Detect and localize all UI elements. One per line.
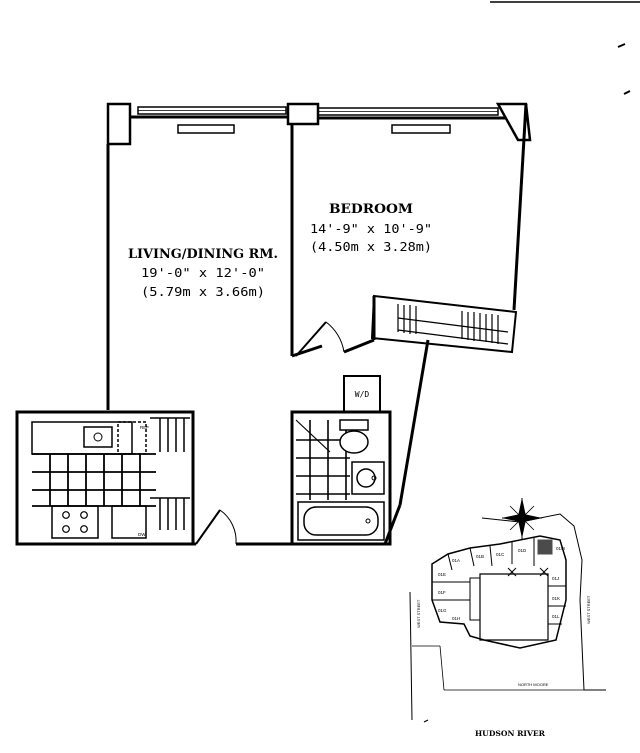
unit-tag: 01F bbox=[438, 590, 446, 595]
kitchen bbox=[15, 410, 195, 546]
bedroom-dims-m: (4.50m x 3.28m) bbox=[310, 240, 432, 254]
compass-rose-icon bbox=[502, 498, 542, 540]
wd-label: W/D bbox=[355, 390, 370, 399]
key-plan bbox=[409, 513, 606, 723]
heater-unit bbox=[391, 124, 451, 134]
sink bbox=[83, 426, 113, 448]
bathtub bbox=[297, 501, 385, 541]
river-label: HUDSON RIVER bbox=[475, 729, 545, 738]
bathroom bbox=[290, 410, 392, 546]
bedroom-door bbox=[295, 321, 327, 357]
living-dims-m: (5.79m x 3.66m) bbox=[141, 285, 265, 299]
bedroom-dims-ft: 14'-9" x 10'-9" bbox=[310, 222, 432, 236]
unit-tag: 01L bbox=[552, 614, 560, 619]
dishwasher bbox=[111, 505, 147, 539]
unit-tag: 01M bbox=[556, 546, 565, 551]
unit-tag: 01C bbox=[496, 552, 505, 557]
wall-pier bbox=[106, 102, 132, 146]
dishwasher-label: DW bbox=[138, 532, 146, 537]
stove bbox=[51, 505, 99, 539]
unit-tags: 01A 01B 01C 01D 01E 01F 01G 01H 01J 01K … bbox=[438, 546, 565, 621]
unit-tag: 01B bbox=[476, 554, 484, 559]
unit-tag: 01J bbox=[552, 576, 559, 581]
entry-door bbox=[193, 509, 292, 546]
edge-mark bbox=[617, 43, 626, 48]
edge-mark bbox=[623, 90, 631, 95]
unit-tag: 01H bbox=[452, 616, 460, 621]
closet-hatch bbox=[397, 304, 509, 345]
bath-tile-grid bbox=[296, 420, 350, 500]
living-name: LIVING/DINING RM. bbox=[128, 247, 278, 262]
unit-tag: 01G bbox=[438, 608, 447, 613]
unit-tag: 01A bbox=[452, 558, 460, 563]
fridge-label: REF bbox=[140, 425, 149, 430]
heater-unit bbox=[177, 124, 235, 134]
kitchen-tile-grid bbox=[32, 453, 156, 507]
toilet bbox=[339, 430, 369, 454]
column bbox=[286, 102, 320, 126]
street-label-bottom: NORTH MOORE bbox=[518, 682, 549, 687]
bedroom-name: BEDROOM bbox=[329, 202, 413, 217]
street-label-left: WEST STREET bbox=[416, 599, 421, 628]
bedroom bbox=[286, 102, 532, 358]
living-dims-ft: 19'-0" x 12'-0" bbox=[141, 266, 265, 280]
street-label-right: WEST STREET bbox=[586, 595, 591, 624]
unit-tag: 01E bbox=[438, 572, 446, 577]
unit-tag: 01K bbox=[552, 596, 560, 601]
living-dining-room bbox=[106, 102, 294, 410]
unit-tag: 01D bbox=[518, 548, 527, 553]
highlighted-unit bbox=[537, 539, 553, 555]
